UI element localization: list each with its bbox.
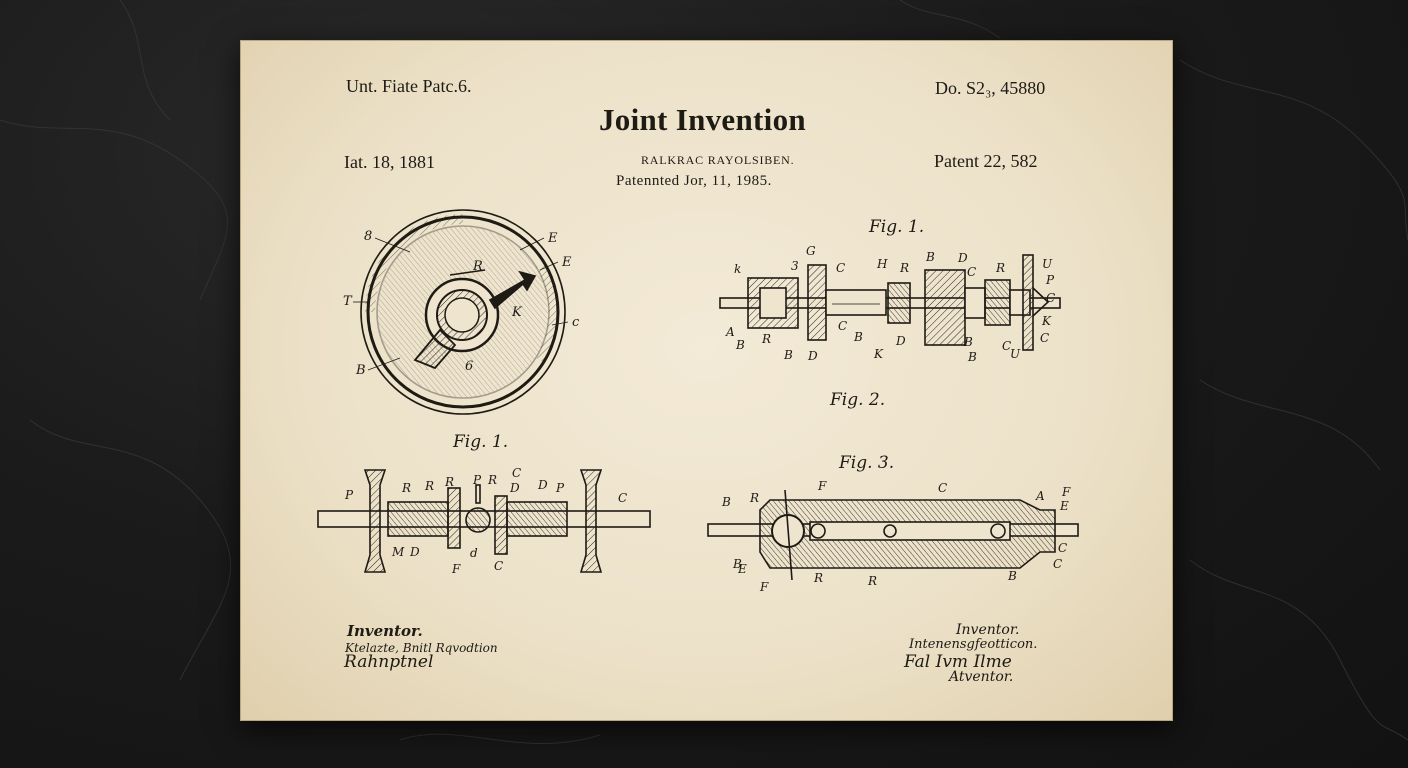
svg-text:B: B bbox=[853, 330, 863, 344]
circular-joint-drawing bbox=[360, 209, 566, 415]
svg-text:U: U bbox=[1042, 257, 1053, 271]
inventor-left-signature: Rahnptnel bbox=[344, 652, 434, 672]
svg-text:B: B bbox=[735, 338, 745, 352]
svg-text:F: F bbox=[451, 562, 461, 576]
svg-text:R: R bbox=[749, 491, 759, 505]
header-top-right: Do. S2₃, 45880 bbox=[935, 78, 1046, 98]
svg-text:K: K bbox=[873, 347, 884, 361]
svg-text:B: B bbox=[783, 348, 793, 362]
svg-text:H: H bbox=[876, 257, 888, 271]
svg-text:R: R bbox=[472, 259, 483, 274]
inventor-right-heading: Inventor. bbox=[956, 622, 1020, 638]
svg-text:B: B bbox=[967, 350, 977, 364]
svg-text:6: 6 bbox=[465, 359, 473, 374]
svg-text:K: K bbox=[511, 305, 523, 320]
svg-text:P: P bbox=[472, 473, 482, 487]
inventor-left-heading: Inventor. bbox=[347, 622, 423, 640]
svg-text:B: B bbox=[1007, 569, 1017, 583]
svg-text:R: R bbox=[424, 479, 434, 493]
svg-text:A: A bbox=[725, 325, 735, 339]
svg-text:D: D bbox=[895, 334, 906, 348]
svg-text:B: B bbox=[355, 363, 366, 378]
svg-text:d: d bbox=[470, 546, 478, 560]
fig3-housing-drawing bbox=[707, 489, 1079, 581]
svg-text:R: R bbox=[444, 475, 454, 489]
svg-text:c: c bbox=[572, 315, 580, 330]
svg-text:D: D bbox=[509, 481, 520, 495]
fig1-caption-left: Fig. 1. bbox=[453, 432, 509, 452]
svg-text:C: C bbox=[938, 481, 947, 495]
svg-text:D: D bbox=[807, 349, 818, 363]
svg-text:C: C bbox=[494, 559, 503, 573]
svg-text:U: U bbox=[1010, 347, 1021, 361]
svg-text:C: C bbox=[1002, 339, 1011, 353]
svg-text:B: B bbox=[721, 495, 731, 509]
svg-text:F: F bbox=[817, 479, 827, 493]
svg-text:P: P bbox=[555, 481, 565, 495]
fig3-caption: Fig. 3. bbox=[839, 453, 895, 473]
svg-text:E: E bbox=[737, 562, 747, 576]
svg-text:R: R bbox=[487, 473, 497, 487]
svg-text:k: k bbox=[734, 262, 741, 276]
svg-text:R: R bbox=[761, 332, 771, 346]
header-subtitle: RALKRAC RAYOLSIBEN. bbox=[641, 153, 795, 167]
inventor-right-name: Intenensgfeotticon. bbox=[909, 637, 1038, 652]
svg-text:D: D bbox=[537, 478, 548, 492]
svg-text:B: B bbox=[732, 557, 742, 571]
svg-text:R: R bbox=[995, 261, 1005, 275]
svg-text:R: R bbox=[401, 481, 411, 495]
inventor-right-signature: Fal Ivm Ilme bbox=[904, 652, 1012, 672]
svg-text:C: C bbox=[838, 319, 847, 333]
svg-text:D: D bbox=[409, 545, 420, 559]
fig2-caption: Fig. 2. bbox=[830, 390, 886, 410]
svg-text:G: G bbox=[806, 244, 816, 258]
fig1-caption-top: Fig. 1. bbox=[869, 217, 925, 237]
svg-text:P: P bbox=[1045, 273, 1055, 287]
svg-text:C: C bbox=[836, 261, 845, 275]
svg-text:C: C bbox=[1046, 291, 1055, 305]
circular-figure-leaders bbox=[353, 237, 569, 371]
svg-text:F: F bbox=[759, 580, 769, 594]
header-patent-number: Patent 22, 582 bbox=[934, 151, 1038, 171]
svg-text:R: R bbox=[813, 571, 823, 585]
page-title: Joint Invention bbox=[599, 102, 806, 137]
svg-text:T: T bbox=[343, 294, 353, 309]
svg-text:E: E bbox=[547, 231, 558, 246]
svg-text:D: D bbox=[957, 251, 968, 265]
svg-text:A: A bbox=[1035, 489, 1045, 503]
header-top-left: Unt. Fiate Patc.6. bbox=[346, 76, 472, 96]
svg-text:M: M bbox=[391, 545, 405, 559]
svg-text:C: C bbox=[1053, 557, 1062, 571]
patented-date: Patennted Jor, 11, 1985. bbox=[616, 173, 772, 189]
svg-text:C: C bbox=[1040, 331, 1049, 345]
svg-text:P: P bbox=[344, 488, 354, 502]
svg-text:3: 3 bbox=[791, 259, 799, 273]
svg-text:R: R bbox=[867, 574, 877, 588]
svg-text:C: C bbox=[967, 265, 976, 279]
svg-text:C: C bbox=[512, 466, 521, 480]
header-left-date: Iat. 18, 1881 bbox=[344, 152, 435, 172]
svg-text:K: K bbox=[1041, 314, 1052, 328]
svg-text:E: E bbox=[1059, 499, 1069, 513]
fig1-shaft-assembly bbox=[719, 254, 1061, 351]
fig1-coupling-drawing bbox=[317, 469, 651, 573]
svg-text:8: 8 bbox=[364, 229, 372, 244]
svg-text:F: F bbox=[1061, 485, 1071, 499]
svg-text:E: E bbox=[561, 255, 572, 270]
inventor-left-name: Ktelazte, Bnitl Rqvodtion bbox=[345, 641, 498, 655]
svg-text:C: C bbox=[1058, 541, 1067, 555]
inventor-right-footer: Atventor. bbox=[949, 669, 1014, 685]
svg-text:B: B bbox=[963, 335, 973, 349]
svg-text:C: C bbox=[618, 491, 627, 505]
svg-text:R: R bbox=[899, 261, 909, 275]
svg-text:B: B bbox=[925, 250, 935, 264]
